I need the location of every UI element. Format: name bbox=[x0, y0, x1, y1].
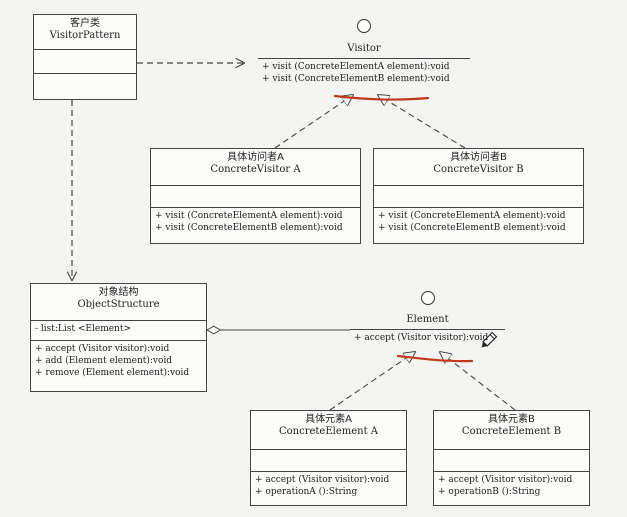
client-class-box: 客户类 VisitorPattern bbox=[33, 14, 137, 100]
client-class-en-name: VisitorPattern bbox=[49, 30, 121, 41]
object-structure-attr: - list:List <Element> bbox=[35, 324, 132, 334]
concrete-element-a-cn-name: 具体元素A bbox=[305, 414, 352, 425]
concrete-element-b-op: + accept (Visitor visitor):void bbox=[438, 475, 573, 485]
object-structure-en-name: ObjectStructure bbox=[77, 299, 160, 310]
element-interface-divider bbox=[350, 329, 505, 330]
concrete-element-a-box: 具体元素A ConcreteElement A + accept (Visito… bbox=[250, 410, 407, 506]
element-op: + accept (Visitor visitor):void bbox=[354, 333, 489, 343]
visitor-interface-icon bbox=[357, 19, 371, 33]
object-structure-op: + add (Element element):void bbox=[35, 356, 173, 366]
element-interface-icon bbox=[421, 291, 435, 305]
object-structure-attributes: - list:List <Element> bbox=[31, 320, 206, 340]
concrete-element-a-ops: + accept (Visitor visitor):void + operat… bbox=[251, 471, 406, 505]
concrete-element-a-attributes bbox=[251, 449, 406, 471]
element-interface: Element + accept (Visitor visitor):void bbox=[350, 314, 505, 346]
concrete-element-b-op: + operationB ():String bbox=[438, 487, 541, 497]
concrete-element-b-box: 具体元素B ConcreteElement B + accept (Visito… bbox=[433, 410, 590, 506]
visitor-interface: Visitor + visit (ConcreteElementA elemen… bbox=[258, 43, 470, 87]
element-interface-ops: + accept (Visitor visitor):void bbox=[350, 330, 505, 346]
concrete-visitor-b-en-name: ConcreteVisitor B bbox=[433, 164, 524, 175]
visitor-a-realization bbox=[274, 95, 353, 149]
concrete-visitor-a-attributes bbox=[151, 185, 360, 207]
pencil-cursor-icon bbox=[481, 331, 498, 348]
concrete-element-b-ops: + accept (Visitor visitor):void + operat… bbox=[434, 471, 589, 505]
concrete-visitor-a-ops: + visit (ConcreteElementA element):void … bbox=[151, 207, 360, 243]
client-operations-section bbox=[34, 73, 136, 99]
visitor-op: + visit (ConcreteElementA element):void bbox=[262, 62, 450, 72]
concrete-visitor-a-en-name: ConcreteVisitor A bbox=[210, 164, 301, 175]
object-structure-box: 对象结构 ObjectStructure - list:List <Elemen… bbox=[30, 283, 207, 392]
concrete-visitor-b-box: 具体访问者B ConcreteVisitor B + visit (Concre… bbox=[373, 148, 584, 244]
annotation-underline-visitor bbox=[333, 94, 430, 101]
concrete-visitor-b-attributes bbox=[374, 185, 583, 207]
concrete-visitor-b-op: + visit (ConcreteElementB element):void bbox=[378, 223, 566, 233]
object-structure-ops: + accept (Visitor visitor):void + add (E… bbox=[31, 340, 206, 391]
visitor-op: + visit (ConcreteElementB element):void bbox=[262, 74, 450, 84]
concrete-element-a-en-name: ConcreteElement A bbox=[278, 426, 379, 437]
visitor-interface-ops: + visit (ConcreteElementA element):void … bbox=[258, 59, 470, 87]
object-structure-op: + remove (Element element):void bbox=[35, 368, 190, 378]
client-attributes-section bbox=[34, 49, 136, 73]
concrete-visitor-b-cn-name: 具体访问者B bbox=[450, 152, 507, 163]
concrete-visitor-a-box: 具体访问者A ConcreteVisitor A + visit (Concre… bbox=[150, 148, 361, 244]
concrete-visitor-b-ops: + visit (ConcreteElementA element):void … bbox=[374, 207, 583, 243]
visitor-b-realization bbox=[378, 95, 466, 149]
concrete-element-b-attributes bbox=[434, 449, 589, 471]
client-class-cn-name: 客户类 bbox=[70, 18, 100, 29]
element-a-realization bbox=[329, 352, 415, 411]
annotation-underline-element bbox=[396, 354, 474, 363]
element-b-realization bbox=[440, 352, 516, 411]
visitor-interface-name: Visitor bbox=[347, 43, 381, 54]
visitor-interface-divider bbox=[258, 58, 470, 59]
concrete-element-b-cn-name: 具体元素B bbox=[488, 414, 535, 425]
concrete-visitor-a-cn-name: 具体访问者A bbox=[227, 152, 284, 163]
concrete-visitor-a-op: + visit (ConcreteElementA element):void bbox=[155, 211, 343, 221]
concrete-element-a-op: + accept (Visitor visitor):void bbox=[255, 475, 390, 485]
concrete-visitor-a-op: + visit (ConcreteElementB element):void bbox=[155, 223, 343, 233]
concrete-element-a-op: + operationA ():String bbox=[255, 487, 358, 497]
object-structure-cn-name: 对象结构 bbox=[98, 287, 139, 298]
concrete-element-b-en-name: ConcreteElement B bbox=[461, 426, 562, 437]
object-structure-op: + accept (Visitor visitor):void bbox=[35, 344, 170, 354]
element-interface-name: Element bbox=[406, 314, 449, 325]
concrete-visitor-b-op: + visit (ConcreteElementA element):void bbox=[378, 211, 566, 221]
